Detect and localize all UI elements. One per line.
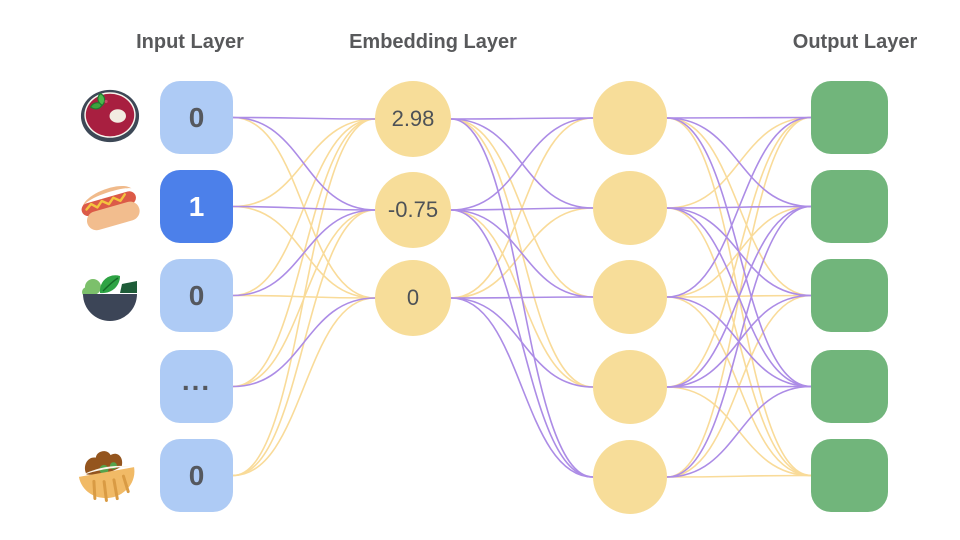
connection-wire <box>666 385 812 388</box>
input-node-value: 0 <box>188 459 205 491</box>
connection-wire <box>232 297 376 477</box>
input-node-hotdog: 1 <box>160 170 233 243</box>
connection-wire <box>232 205 376 211</box>
connection-wire <box>450 117 594 120</box>
hidden-node-4 <box>593 350 667 424</box>
connection-wire <box>450 117 594 211</box>
embedding-value: 0 <box>406 285 420 310</box>
output-node-2 <box>811 170 888 243</box>
connection-wire <box>450 209 594 298</box>
connection-wire <box>666 385 812 478</box>
input-node-ellipsis: ... <box>160 350 233 423</box>
connection-wire <box>450 117 594 299</box>
connection-wire <box>666 205 812 478</box>
borscht-soup-icon <box>79 87 141 145</box>
embedding-node-3: 0 <box>375 260 451 336</box>
hot-dog-icon <box>76 179 144 237</box>
output-layer-title: Output Layer <box>792 31 918 53</box>
connection-wire <box>450 296 594 299</box>
hidden-node-5 <box>593 440 667 514</box>
embedding-value: 2.98 <box>391 106 435 131</box>
embedding-layer-title: Embedding Layer <box>349 31 517 53</box>
input-node-value: 0 <box>188 279 205 311</box>
hidden-node-2 <box>593 171 667 245</box>
hidden-node-3 <box>593 260 667 334</box>
input-node-salad: 0 <box>160 259 233 332</box>
connection-wire <box>232 118 376 297</box>
output-node-5 <box>811 439 888 512</box>
connection-wire <box>232 116 376 120</box>
embedding-value: -0.75 <box>387 197 439 222</box>
input-node-value: 1 <box>188 190 205 222</box>
input-node-value: 0 <box>188 101 205 133</box>
embedding-node-1: 2.98 <box>375 81 451 157</box>
connection-wire <box>450 207 594 211</box>
input-layer-title: Input Layer <box>136 31 244 53</box>
hidden-node-1 <box>593 81 667 155</box>
connection-wire <box>232 118 376 477</box>
connection-wire <box>666 205 812 388</box>
green-salad-icon <box>77 266 143 324</box>
connection-wire <box>666 207 812 297</box>
connection-wire <box>666 116 812 119</box>
connection-wire <box>450 297 594 388</box>
output-node-4 <box>811 350 888 423</box>
embedding-node-2: -0.75 <box>375 172 451 248</box>
connection-wire <box>232 209 376 297</box>
input-node-borscht: 0 <box>160 81 233 154</box>
connection-wire <box>232 116 376 211</box>
connection-wire <box>450 297 594 478</box>
connection-wire <box>666 116 812 298</box>
output-node-3 <box>811 259 888 332</box>
connection-wire <box>666 474 812 478</box>
input-node-flatbread: 0 <box>160 439 233 512</box>
connection-wire <box>666 117 812 208</box>
stuffed-flatbread-icon <box>74 444 140 506</box>
connection-wire <box>232 297 376 388</box>
output-node-1 <box>811 81 888 154</box>
